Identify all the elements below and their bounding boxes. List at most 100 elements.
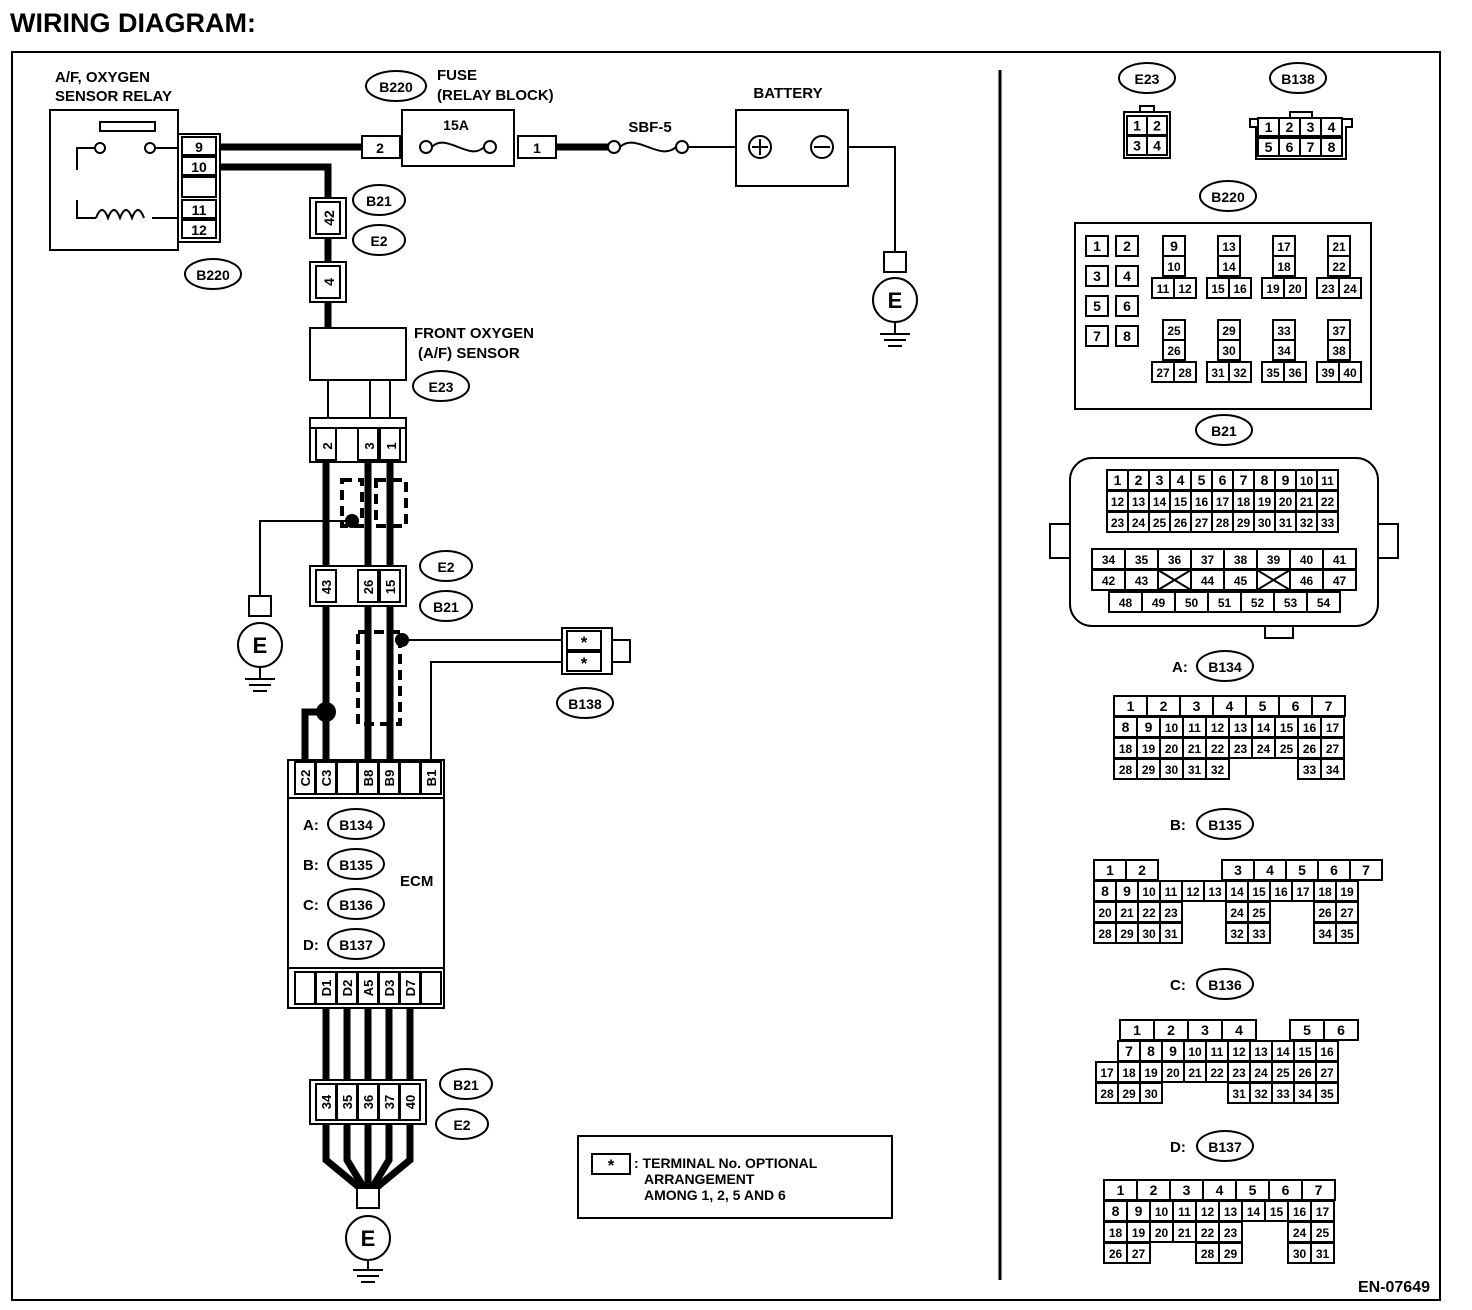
svg-text:4: 4 (1216, 1182, 1224, 1198)
pin-b21: 23 (1106, 511, 1129, 533)
svg-text:24: 24 (1230, 906, 1244, 920)
ecm-bottom-pin: A5 (361, 980, 376, 997)
svg-text:27: 27 (1156, 366, 1170, 380)
svg-text:10: 10 (1167, 260, 1181, 274)
svg-text:5: 5 (1298, 862, 1306, 878)
pin-b135: 4 (1253, 859, 1287, 881)
svg-text:5: 5 (1198, 472, 1206, 488)
svg-text:22: 22 (1201, 1226, 1215, 1240)
fuse-label-2: (RELAY BLOCK) (437, 87, 554, 104)
svg-text:18: 18 (1277, 260, 1291, 274)
svg-text:35: 35 (1266, 366, 1280, 380)
pin-b134: 7 (1311, 695, 1346, 717)
svg-text:1: 1 (1265, 119, 1273, 135)
svg-text:19: 19 (1258, 495, 1272, 509)
svg-text:14: 14 (1153, 495, 1167, 509)
relay-pin: 9 (195, 139, 203, 155)
pin-b136: 27 (1315, 1061, 1339, 1083)
pin-b220: 35 (1261, 361, 1285, 383)
svg-text:3: 3 (1234, 862, 1242, 878)
ecm-prefix-d: D: (303, 937, 319, 954)
pin-b137: 27 (1126, 1242, 1151, 1264)
svg-text:29: 29 (1224, 1247, 1238, 1261)
battery-plus-icon (748, 135, 772, 159)
pin-b21: 16 (1190, 490, 1213, 512)
pin-b220: 39 (1316, 361, 1340, 383)
pin-b136: 6 (1323, 1019, 1359, 1041)
tag-b21-view-label: B21 (1211, 423, 1237, 439)
svg-text:48: 48 (1119, 596, 1133, 610)
svg-text:7: 7 (1307, 139, 1315, 155)
svg-text:36: 36 (1288, 366, 1302, 380)
front-oxygen-sensor (309, 327, 407, 381)
ecm-bottom-pin: D2 (340, 980, 355, 997)
pin-b220: 29 (1217, 319, 1241, 341)
svg-text:27: 27 (1340, 906, 1354, 920)
relay-label-1: A/F, OXYGEN (55, 69, 150, 86)
ecm-prefix-a: A: (303, 817, 319, 834)
pin-b220: 27 (1151, 361, 1175, 383)
svg-text:2: 2 (1138, 862, 1146, 878)
svg-text:1: 1 (1133, 118, 1141, 134)
pin-b137: 28 (1195, 1242, 1220, 1264)
pin-b135: 3 (1221, 859, 1255, 881)
svg-text:32: 32 (1230, 927, 1244, 941)
pin-b21: 15 (1169, 490, 1192, 512)
pin-b21-42: 42 (321, 210, 337, 226)
svg-text:10: 10 (1165, 721, 1179, 735)
ground-joint-pin: 37 (382, 1095, 397, 1109)
svg-text:4: 4 (1328, 119, 1336, 135)
ground-joint-pin: 36 (361, 1095, 376, 1109)
pin-b21: 11 (1316, 469, 1339, 491)
tag-b136-view-label: B136 (1208, 977, 1242, 993)
svg-text:4: 4 (1177, 472, 1185, 488)
svg-text:3: 3 (1093, 268, 1101, 284)
pin-b21: 30 (1253, 511, 1276, 533)
pin-b21: 54 (1306, 591, 1341, 613)
pin-b220: 17 (1272, 235, 1296, 257)
pin-b137: 21 (1172, 1221, 1197, 1243)
svg-text:31: 31 (1211, 366, 1225, 380)
svg-text:1: 1 (1114, 472, 1122, 488)
svg-text:11: 11 (1157, 282, 1170, 296)
svg-text:3: 3 (1183, 1182, 1191, 1198)
tag-b138-joint (556, 687, 614, 719)
pin-b220: 24 (1338, 277, 1362, 299)
pin-b21: 19 (1253, 490, 1276, 512)
mid-pin: 15 (383, 580, 398, 594)
svg-text:20: 20 (1155, 1226, 1169, 1240)
pin-b21: 1 (1106, 469, 1129, 491)
pin-b136: 19 (1139, 1061, 1163, 1083)
svg-text:17: 17 (1326, 721, 1340, 735)
page-title: WIRING DIAGRAM: (10, 8, 256, 38)
tag-b134-view-label: B134 (1208, 659, 1242, 675)
tag-b21-upper (352, 184, 406, 216)
battery-label: BATTERY (753, 85, 822, 102)
svg-text:18: 18 (1119, 742, 1133, 756)
svg-text:43: 43 (1135, 574, 1149, 588)
pin-b136: 25 (1271, 1061, 1295, 1083)
pin-b220: 23 (1316, 277, 1340, 299)
svg-text:2: 2 (1153, 118, 1161, 134)
pin-b134: 31 (1182, 758, 1207, 780)
svg-text:23: 23 (1232, 1066, 1246, 1080)
relay-pins: 9 10 11 12 (181, 136, 217, 239)
tag-b137-ecm (327, 928, 385, 960)
svg-text:21: 21 (1120, 906, 1134, 920)
svg-text:8: 8 (1101, 883, 1109, 899)
pin-b134: 8 (1113, 716, 1138, 738)
pin-b21: 31 (1274, 511, 1297, 533)
svg-text:6: 6 (1337, 1022, 1345, 1038)
pin-b135: 9 (1115, 880, 1139, 902)
tag-e2-lower-label: E2 (453, 1117, 470, 1133)
pin-b21: 14 (1148, 490, 1171, 512)
pin-b138: 1 (1257, 117, 1280, 137)
sbf-label: SBF-5 (628, 119, 671, 136)
svg-text:33: 33 (1252, 927, 1266, 941)
tag-e23-view (1118, 62, 1176, 94)
svg-text:1: 1 (1106, 862, 1114, 878)
sbf-fuse-icon (607, 140, 689, 154)
svg-text:6: 6 (1286, 139, 1294, 155)
pin-b21: 50 (1174, 591, 1209, 613)
pin-b136: 35 (1315, 1082, 1339, 1104)
